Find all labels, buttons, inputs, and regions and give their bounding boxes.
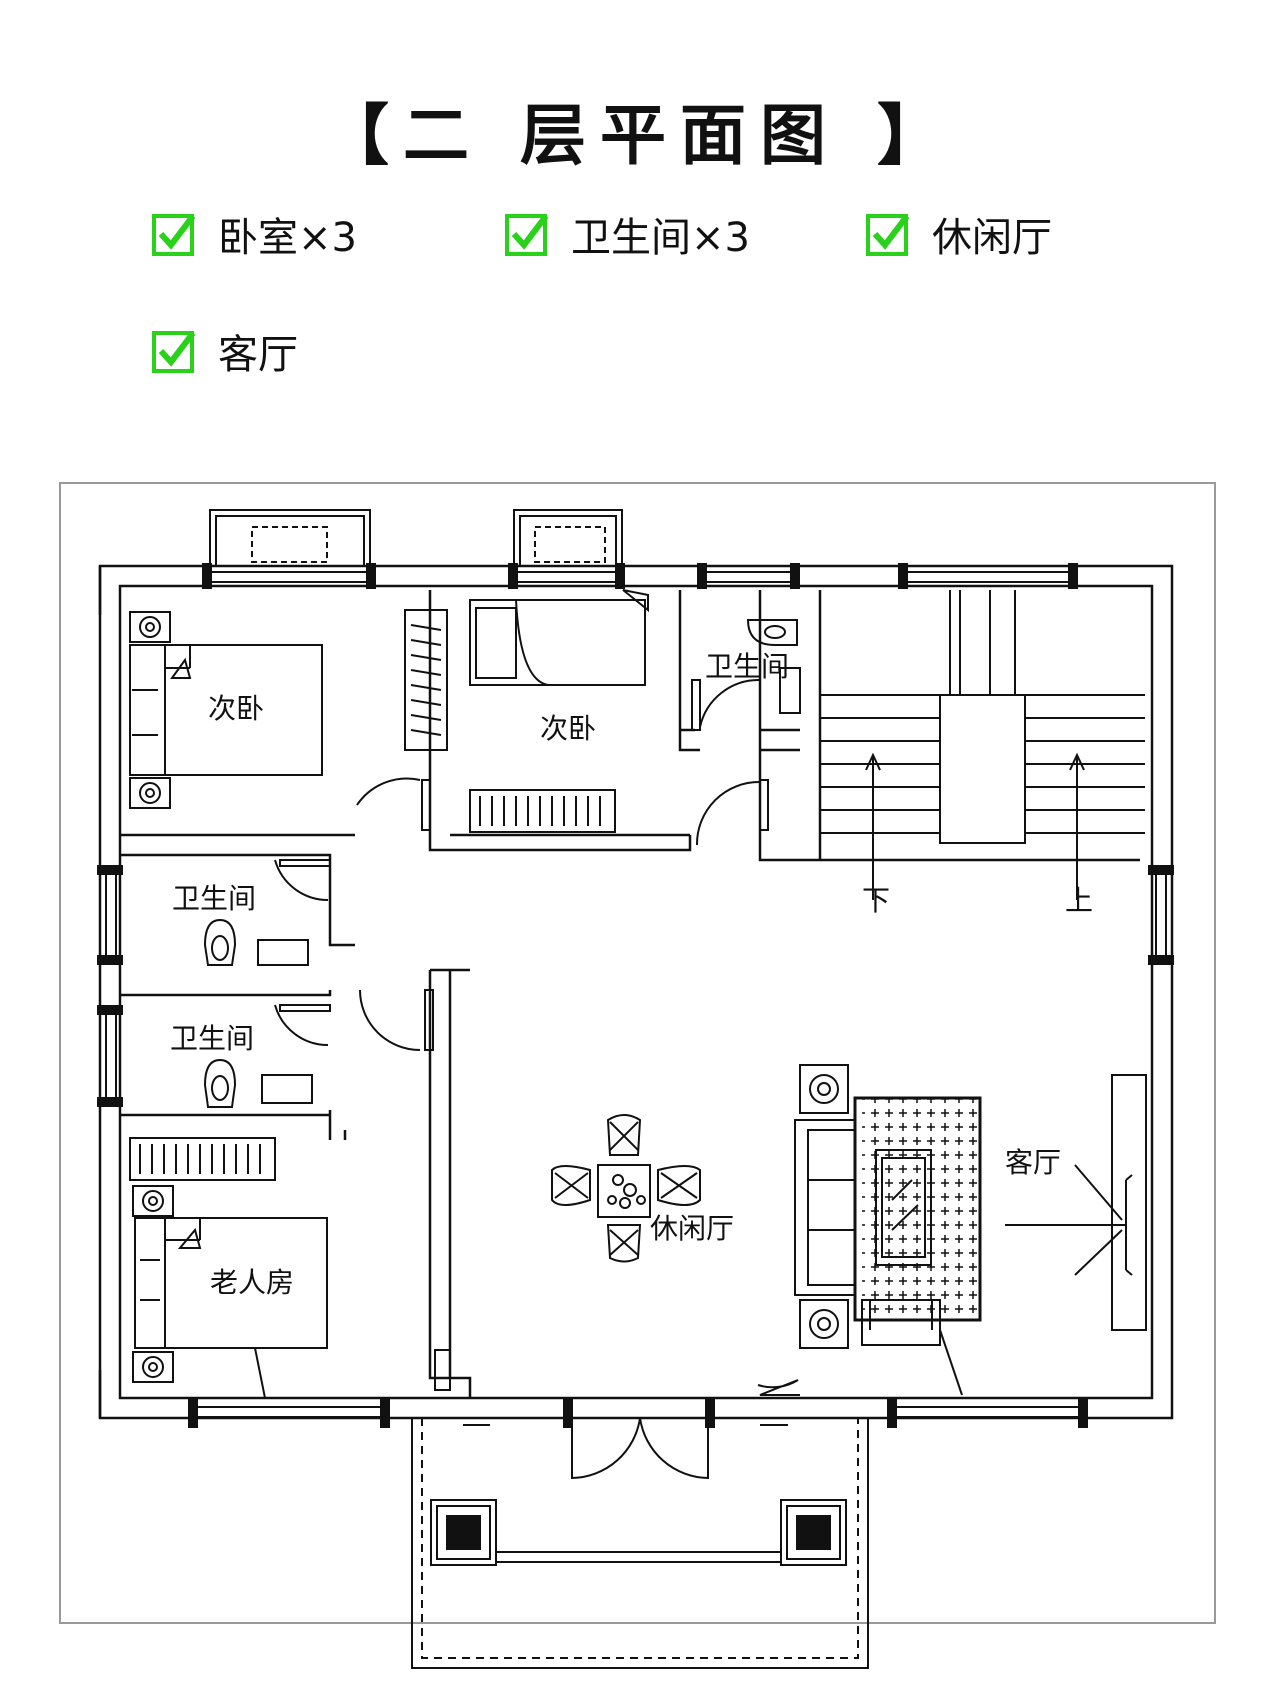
- bed-elder-room: [132, 1185, 328, 1399]
- windows-bottom: [188, 1398, 1088, 1428]
- windows-top: [202, 563, 1078, 589]
- check-icon: [152, 331, 196, 373]
- room-label-bedroom-a: 次卧: [208, 692, 264, 725]
- feature-item-leisure-hall: 休闲厅: [866, 205, 1052, 263]
- plan-frame: [59, 482, 1216, 1624]
- feature-item-bathrooms: 卫生间×3: [505, 205, 750, 263]
- room-label-living-room: 客厅: [1005, 1146, 1061, 1179]
- feature-item-living-room: 客厅: [152, 322, 298, 380]
- wardrobe-b: [469, 789, 616, 833]
- door-swing-hall: [359, 989, 421, 1051]
- door-swing-bedroom-a: [356, 777, 421, 806]
- bed-bedroom-b: [469, 589, 649, 686]
- feature-label: 卫生间×3: [571, 215, 750, 261]
- bath-top-fixtures: [691, 619, 801, 731]
- stair-down-arrow: [865, 752, 881, 900]
- balcony-left: [209, 509, 371, 567]
- staircase: [820, 590, 1145, 900]
- living-room-furniture: [794, 1064, 1147, 1396]
- feature-label: 卧室×3: [218, 215, 357, 261]
- room-label-bath-mid: 卫生间: [172, 882, 256, 915]
- leisure-table-set: [551, 1114, 701, 1263]
- room-label-leisure-hall: 休闲厅: [650, 1212, 734, 1245]
- door-swing-bedroom-b: [695, 780, 761, 846]
- room-label-bath-low: 卫生间: [170, 1022, 254, 1055]
- stair-up-arrow: [1069, 752, 1085, 900]
- check-icon: [505, 214, 549, 256]
- page-title: 【二 层平面图 】: [323, 97, 957, 174]
- windows-side: [97, 865, 1174, 1107]
- room-label-elder-room: 老人房: [210, 1266, 294, 1299]
- stair-label-up: 上: [1065, 884, 1093, 917]
- bath-low-fixtures: [203, 1004, 331, 1108]
- entry-porch: [411, 1417, 869, 1669]
- bed-bedroom-a: [129, 611, 323, 809]
- check-icon: [866, 214, 910, 256]
- feature-label: 客厅: [218, 332, 298, 378]
- room-label-bath-top: 卫生间: [705, 650, 789, 683]
- bath-mid-fixtures: [203, 859, 331, 966]
- wardrobe-elder: [129, 1137, 276, 1181]
- feature-label: 休闲厅: [932, 215, 1052, 261]
- room-label-bedroom-b: 次卧: [540, 712, 596, 745]
- check-icon: [152, 214, 196, 256]
- windows-top-lines: [212, 571, 1068, 583]
- wardrobe-a: [404, 609, 448, 751]
- balcony-middle: [513, 509, 623, 567]
- feature-item-bedrooms: 卧室×3: [152, 205, 357, 263]
- stair-label-down: 下: [862, 884, 890, 917]
